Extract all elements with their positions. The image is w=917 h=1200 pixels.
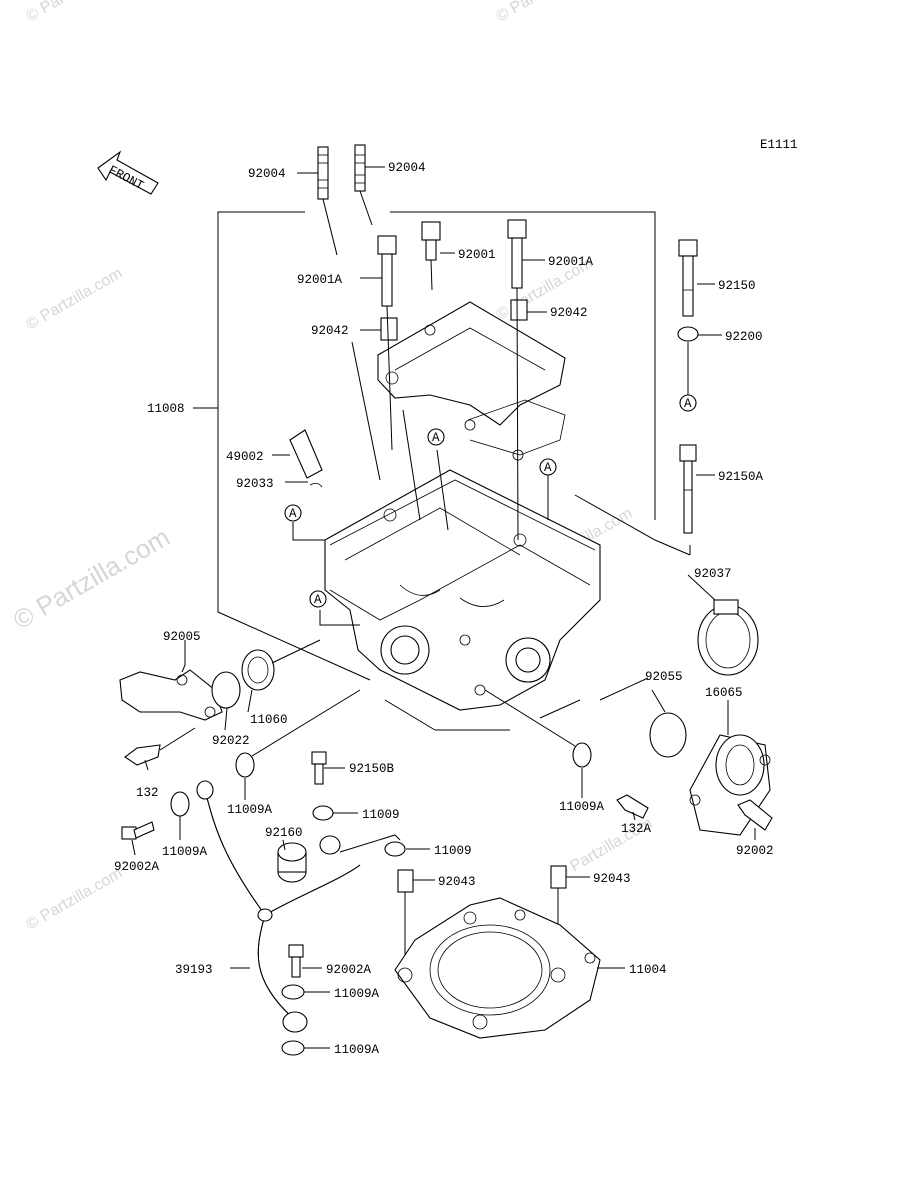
- bolt-92002A-left: [121, 821, 155, 840]
- label-92042: 92042: [311, 324, 349, 338]
- cylinder-head: [324, 469, 601, 731]
- banjo-bolt-92160: [277, 842, 307, 883]
- pipe-fitting: [319, 835, 341, 855]
- label-39193: 39193: [175, 963, 213, 977]
- washer-11009A: [235, 752, 255, 778]
- label-92150B: 92150B: [349, 762, 395, 776]
- label-92022: 92022: [212, 734, 250, 748]
- bolt-132A: [616, 794, 649, 819]
- cylinder-head-frame: [193, 211, 656, 681]
- bolt-92150: [678, 239, 698, 317]
- label-92002A: 92002A: [326, 963, 372, 977]
- bolt-132: [124, 727, 196, 766]
- label-92005: 92005: [163, 630, 201, 644]
- label-11008: 11008: [147, 402, 185, 416]
- label-92037: 92037: [694, 567, 732, 581]
- label-92043: 92043: [438, 875, 476, 889]
- label-11009: 11009: [434, 844, 472, 858]
- watermark: © Partzilla.com: [24, 265, 126, 334]
- washer-11009A: [170, 791, 190, 817]
- washer-11009A: [281, 1040, 305, 1056]
- washer-11009: [312, 805, 334, 821]
- label-92001A: 92001A: [548, 255, 594, 269]
- bolt-92001A-right: [507, 219, 527, 289]
- stud-92004-left: [317, 146, 338, 256]
- washer-11009A: [281, 984, 305, 1000]
- label-16065: 16065: [705, 686, 743, 700]
- sleeve-49002: [272, 429, 323, 479]
- bolt-92001A-left: [377, 235, 397, 307]
- label-92004: 92004: [388, 161, 426, 175]
- label-92042: 92042: [550, 306, 588, 320]
- label-92033: 92033: [236, 477, 274, 491]
- label-92055: 92055: [645, 670, 683, 684]
- callout-a: A: [289, 507, 297, 521]
- watermark: © Partzilla.com: [494, 0, 596, 25]
- label-92002A: 92002A: [114, 860, 160, 874]
- label-11004: 11004: [629, 963, 667, 977]
- label-11009A: 11009A: [334, 987, 380, 1001]
- callout-a-markers: A A A A A: [284, 394, 697, 608]
- bolt-92002A-lower: [288, 944, 304, 978]
- camshaft-holder: [377, 301, 566, 461]
- label-92043: 92043: [593, 872, 631, 886]
- watermarks: © Partzilla.com © Partzilla.com © Partzi…: [8, 0, 655, 933]
- label-132: 132: [136, 786, 159, 800]
- label-92004: 92004: [248, 167, 286, 181]
- o-ring-92055: [649, 712, 687, 758]
- water-outlet-92005: [119, 669, 223, 721]
- oil-pipe-39193: [196, 780, 361, 1033]
- label-92002: 92002: [736, 844, 774, 858]
- label-92160: 92160: [265, 826, 303, 840]
- dowel-92043-left: [397, 869, 414, 893]
- head-gasket-11004: [394, 897, 601, 1039]
- label-11009A: 11009A: [334, 1043, 380, 1057]
- carburetor-holder-16065: [689, 734, 771, 836]
- label-11060: 11060: [250, 713, 288, 727]
- label-132A: 132A: [621, 822, 652, 836]
- callout-a: A: [544, 461, 552, 475]
- label-92150: 92150: [718, 279, 756, 293]
- front-arrow-icon: FRONT: [97, 150, 159, 195]
- watermark: © Partzilla.com: [24, 865, 126, 934]
- washer-11009: [384, 841, 406, 857]
- label-11009A: 11009A: [162, 845, 208, 859]
- dowel-92042-left: [380, 317, 398, 341]
- seal-11060: [241, 649, 275, 691]
- washer-92200: [677, 326, 699, 342]
- stud-92004-right: [354, 144, 373, 226]
- watermark-large: © Partzilla.com: [8, 522, 175, 636]
- diagram-code: E1111: [760, 138, 798, 152]
- bolt-92150B: [311, 751, 327, 785]
- callout-a: A: [314, 593, 322, 607]
- label-49002: 49002: [226, 450, 264, 464]
- clip-92033: [309, 483, 323, 488]
- leader-lines: [131, 166, 756, 1049]
- callout-a: A: [684, 397, 692, 411]
- label-92200: 92200: [725, 330, 763, 344]
- label-11009: 11009: [362, 808, 400, 822]
- part-labels: 92004 92004 92001A 92001 92001A 92150 92…: [114, 161, 774, 1057]
- label-92001A: 92001A: [297, 273, 343, 287]
- watermark: © Partzilla.com: [24, 0, 126, 25]
- callout-a: A: [432, 431, 440, 445]
- washer-11009A: [572, 742, 592, 768]
- o-ring-92022: [211, 671, 241, 709]
- bolt-92150A: [679, 444, 697, 534]
- label-11009A: 11009A: [559, 800, 605, 814]
- bolt-92001: [421, 221, 441, 261]
- bolt-92002: [737, 799, 773, 831]
- label-11009A: 11009A: [227, 803, 273, 817]
- clamp-92037: [697, 599, 759, 676]
- label-92001: 92001: [458, 248, 496, 262]
- dowel-92042-right: [510, 299, 528, 321]
- label-92150A: 92150A: [718, 470, 764, 484]
- assembly-lines: [292, 259, 691, 626]
- dowel-92043-right: [550, 865, 567, 889]
